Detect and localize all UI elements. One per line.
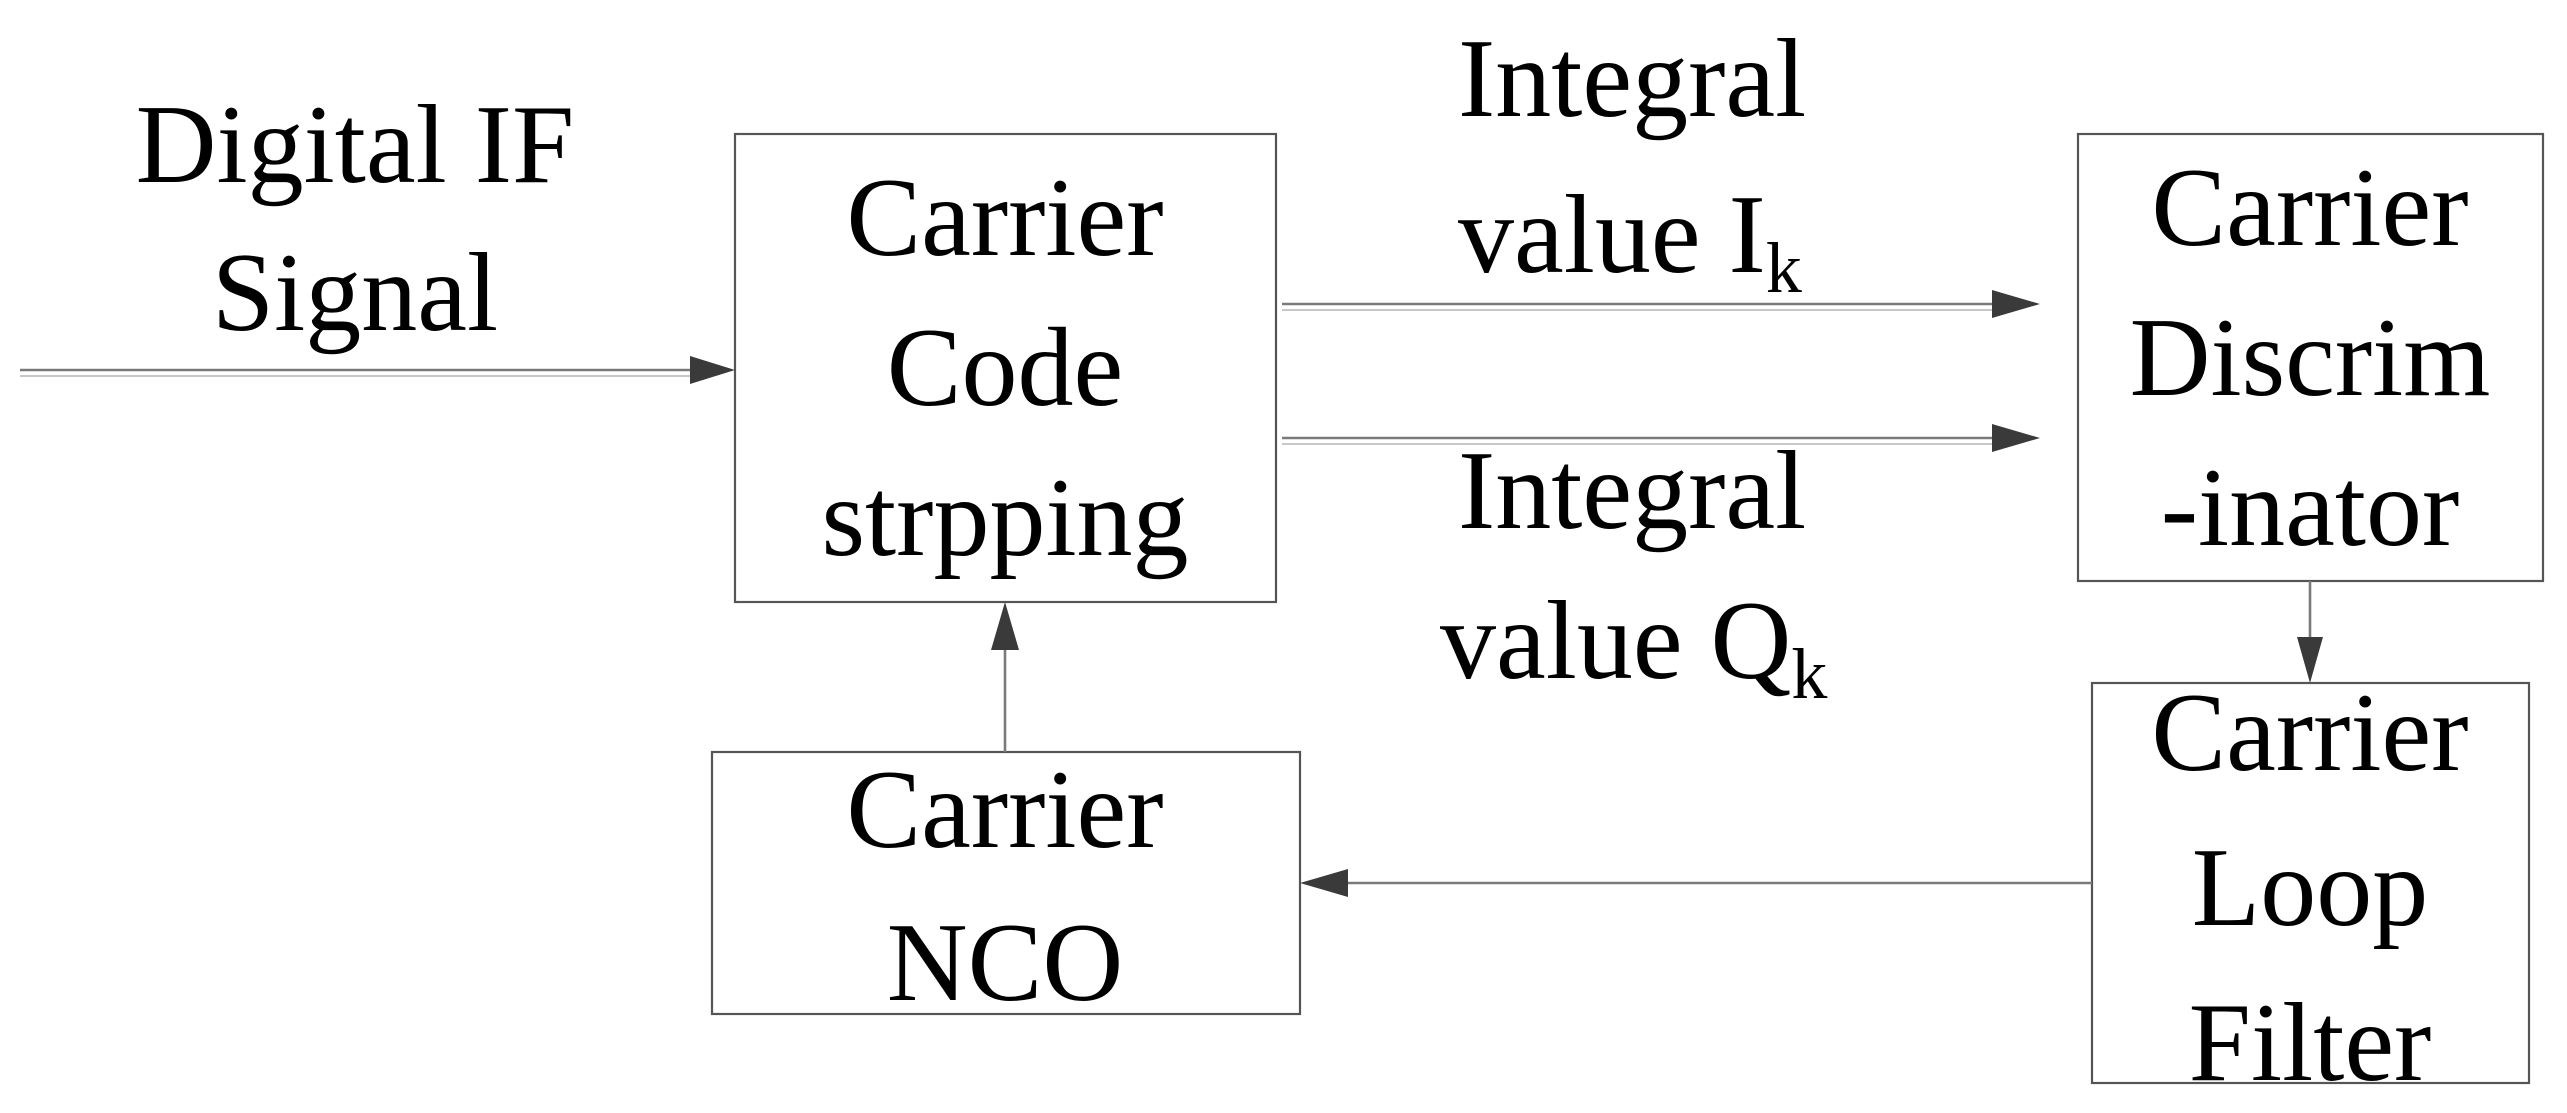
input-arrow xyxy=(20,356,735,384)
carrier-loop-filter-block: Carrier Loop Filter xyxy=(2090,671,2531,1105)
input-signal-label: Digital IF Signal xyxy=(136,83,575,355)
nco-line-2: NCO xyxy=(887,901,1123,1025)
input-label-line-2: Signal xyxy=(212,231,498,355)
stripping-line-1: Carrier xyxy=(846,156,1163,280)
loop-filter-line-3: Filter xyxy=(2189,981,2432,1105)
q-channel-arrow xyxy=(1282,424,2040,452)
loop-filter-line-2: Loop xyxy=(2192,826,2428,950)
stripping-line-3: strpping xyxy=(821,456,1188,580)
input-label-line-1: Digital IF xyxy=(136,83,575,207)
integral-value-q-label: Integral value Qk xyxy=(1440,429,1827,714)
stripping-line-2: Code xyxy=(887,306,1123,430)
q-label-line-1: Integral xyxy=(1458,429,1806,553)
filter-to-nco-arrow xyxy=(1300,869,2092,897)
discriminator-line-1: Carrier xyxy=(2151,146,2468,270)
discriminator-line-2: Discrim xyxy=(2130,296,2491,420)
q-subscript: k xyxy=(1791,634,1827,714)
carrier-nco-block: Carrier NCO xyxy=(710,748,1302,1025)
i-label-line-2: value Ik xyxy=(1458,173,1802,308)
discriminator-line-3: -inator xyxy=(2161,446,2460,570)
carrier-discriminator-block: Carrier Discrim -inator xyxy=(2076,132,2545,583)
discriminator-to-filter-arrow xyxy=(2297,581,2323,683)
loop-filter-line-1: Carrier xyxy=(2151,671,2468,795)
nco-to-stripping-arrow xyxy=(991,602,1019,752)
i-subscript: k xyxy=(1766,228,1802,308)
i-channel-arrow xyxy=(1282,290,2040,318)
i-label-line-1: Integral xyxy=(1458,17,1806,141)
q-label-line-2: value Qk xyxy=(1440,579,1827,714)
integral-value-i-label: Integral value Ik xyxy=(1458,17,1806,308)
carrier-code-stripping-block: Carrier Code strpping xyxy=(733,132,1278,604)
nco-line-1: Carrier xyxy=(846,748,1163,872)
